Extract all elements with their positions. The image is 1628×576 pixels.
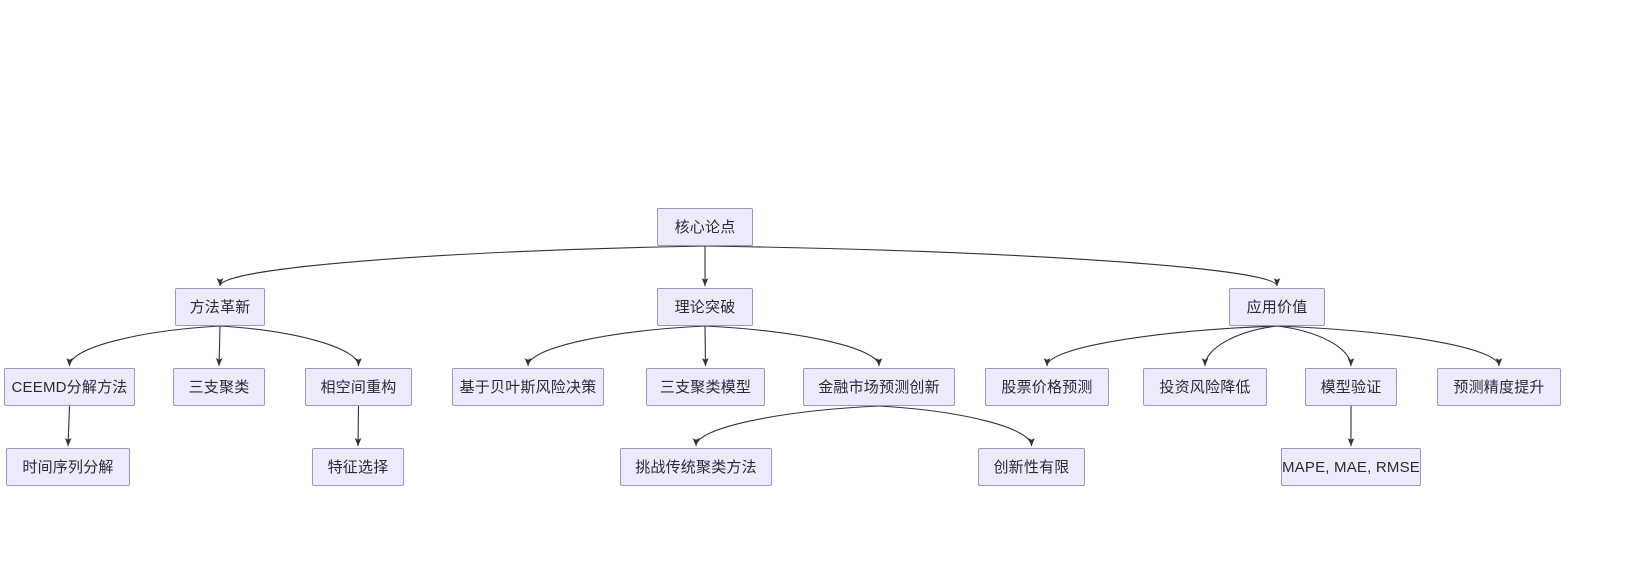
node-l4b[interactable]: 特征选择	[312, 448, 404, 486]
node-l3a3[interactable]: 相空间重构	[305, 368, 412, 406]
edge-l2b-to-l3b2	[702, 325, 709, 367]
edge-l2c-to-l3c1	[1043, 325, 1278, 367]
node-label: MAPE, MAE, RMSE	[1281, 458, 1421, 476]
node-l3c1[interactable]: 股票价格预测	[985, 368, 1109, 406]
node-label: 三支聚类	[188, 378, 250, 396]
edge-root-to-l2c	[704, 245, 1281, 287]
edge-l2a-to-l3a3	[219, 325, 362, 367]
node-l3a2[interactable]: 三支聚类	[173, 368, 265, 406]
node-l3b3[interactable]: 金融市场预测创新	[803, 368, 955, 406]
node-label: 挑战传统聚类方法	[635, 458, 757, 476]
node-label: 模型验证	[1320, 378, 1382, 396]
node-l2b[interactable]: 理论突破	[657, 288, 753, 326]
edge-paths	[64, 245, 1503, 447]
node-l4e[interactable]: MAPE, MAE, RMSE	[1281, 448, 1421, 486]
node-l2a[interactable]: 方法革新	[175, 288, 265, 326]
edge-l3a3-to-l4b	[354, 405, 362, 447]
node-l3c4[interactable]: 预测精度提升	[1437, 368, 1561, 406]
node-label: 核心论点	[674, 218, 736, 236]
node-label: 相空间重构	[320, 378, 397, 396]
node-label: 股票价格预测	[1001, 378, 1093, 396]
node-l3a1[interactable]: CEEMD分解方法	[4, 368, 135, 406]
edge-l2a-to-l3a1	[66, 325, 221, 367]
node-label: 预测精度提升	[1453, 378, 1545, 396]
node-label: 三支聚类模型	[659, 378, 752, 396]
node-l3b2[interactable]: 三支聚类模型	[646, 368, 765, 406]
edge-l2b-to-l3b1	[524, 325, 706, 367]
node-label: 应用价值	[1246, 298, 1308, 316]
node-label: 投资风险降低	[1159, 378, 1251, 396]
edge-l2b-to-l3b3	[704, 325, 883, 367]
node-label: 创新性有限	[993, 458, 1070, 476]
node-l4c[interactable]: 挑战传统聚类方法	[620, 448, 772, 486]
node-l3c2[interactable]: 投资风险降低	[1143, 368, 1267, 406]
node-label: 金融市场预测创新	[818, 378, 940, 396]
node-l2c[interactable]: 应用价值	[1229, 288, 1325, 326]
node-label: 理论突破	[674, 298, 736, 316]
node-label: CEEMD分解方法	[11, 378, 128, 396]
edge-l3b3-to-l4d	[878, 405, 1035, 447]
edge-l2c-to-l3c2	[1201, 325, 1278, 367]
edge-l2c-to-l3c3	[1276, 325, 1355, 367]
node-label: 特征选择	[327, 458, 389, 476]
node-root[interactable]: 核心论点	[657, 208, 753, 246]
node-l3b1[interactable]: 基于贝叶斯风险决策	[452, 368, 604, 406]
node-label: 时间序列分解	[22, 458, 114, 476]
node-label: 基于贝叶斯风险决策	[459, 378, 597, 396]
edge-l2a-to-l3a2	[215, 325, 223, 367]
node-l3c3[interactable]: 模型验证	[1305, 368, 1397, 406]
node-l4a[interactable]: 时间序列分解	[6, 448, 130, 486]
edge-l2c-to-l3c4	[1276, 325, 1503, 367]
edge-l3a1-to-l4a	[64, 405, 72, 447]
node-label: 方法革新	[189, 298, 251, 316]
edge-l3b3-to-l4c	[692, 405, 880, 447]
node-l4d[interactable]: 创新性有限	[978, 448, 1085, 486]
edge-root-to-l2a	[216, 245, 706, 287]
